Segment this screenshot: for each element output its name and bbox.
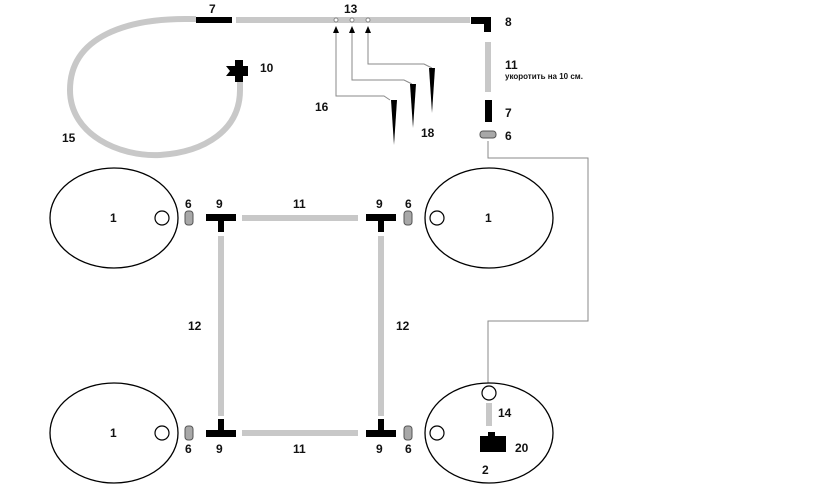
label-ring: 15 [62,131,76,145]
label-nozzle-left: 16 [315,100,329,114]
label-tube-left: 12 [188,319,202,333]
label-manifold: 13 [344,2,358,16]
ring-tube [66,16,243,159]
label-coupler-tr: 6 [405,197,412,211]
label-coupler-bl: 6 [185,442,192,456]
wheel-top-right [424,167,554,269]
label-sensor: 20 [515,441,529,455]
label-tube-vertical: 11 [505,58,518,72]
corner-fitting [471,17,491,32]
tee-tr [366,214,396,232]
tee-bl [206,419,236,437]
label-shorten-note: укоротить на 10 см. [505,72,583,81]
coupler-tr [403,210,413,226]
label-wheel-tl: 1 [110,211,117,225]
label-connector-right: 7 [505,106,512,120]
label-wheel-bl: 1 [110,426,117,440]
label-tee-tr: 9 [376,197,383,211]
label-wheel-reservoir: 2 [482,463,489,477]
coupler-br [403,425,413,441]
label-tube-top: 11 [293,197,306,211]
label-connector-top: 7 [209,2,216,16]
tee-tl [206,214,236,232]
label-pump: 10 [260,61,274,75]
label-corner: 8 [505,15,512,29]
pump-icon [226,60,248,82]
sensor-line [487,141,589,386]
connector-right [485,100,492,122]
label-tee-br: 9 [376,442,383,456]
sensor-block [480,432,506,452]
label-tee-bl: 9 [216,442,223,456]
coupler-bl [184,425,194,441]
label-tee-tl: 9 [216,197,223,211]
label-coupler-tl: 6 [185,197,192,211]
coupler-tl [184,210,194,226]
label-tube-short: 14 [498,406,512,420]
label-nozzle-right: 18 [421,126,435,140]
wheel-bottom-left [49,382,179,484]
connector-top [196,17,232,23]
label-coupler-right: 6 [505,129,512,143]
label-coupler-br: 6 [405,442,412,456]
coupler-right [479,130,497,139]
tee-br [366,419,396,437]
label-tube-bottom: 11 [293,442,306,456]
label-tube-right: 12 [396,319,410,333]
wheel-top-left [49,167,179,269]
label-wheel-tr: 1 [485,211,492,225]
nozzle-lines [333,26,435,145]
